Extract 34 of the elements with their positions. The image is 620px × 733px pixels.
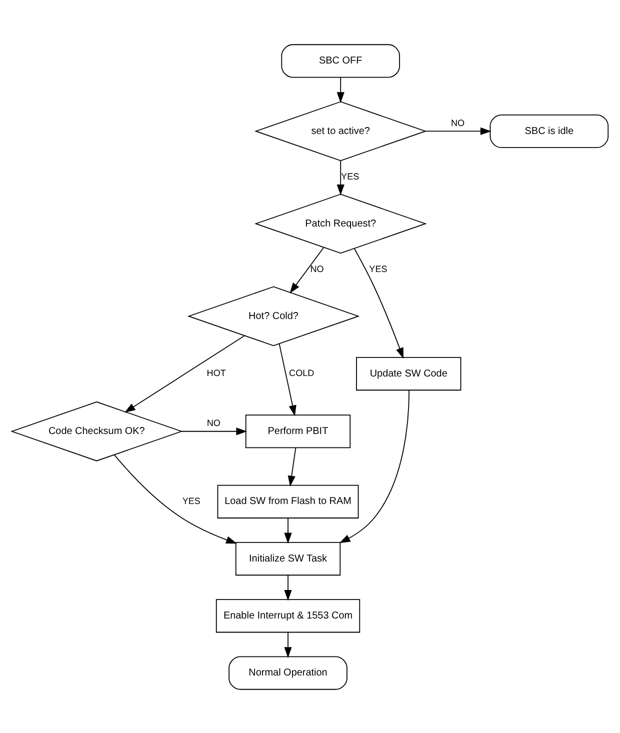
node-box: Normal Operation bbox=[228, 656, 348, 690]
arrow bbox=[284, 517, 292, 544]
arrow bbox=[284, 632, 292, 658]
edge-label: COLD bbox=[289, 368, 314, 378]
node-diamond: Code Checksum OK? bbox=[10, 400, 183, 461]
arrow bbox=[336, 160, 344, 195]
arrow bbox=[288, 446, 296, 486]
node-diamond: Patch Request? bbox=[254, 193, 427, 254]
arrow bbox=[336, 76, 344, 103]
node-diamond: Hot? Cold? bbox=[187, 286, 360, 346]
edge-label: NO bbox=[310, 264, 324, 274]
node-diamond: set to active? bbox=[254, 100, 427, 161]
edge-label: HOT bbox=[206, 368, 226, 378]
arrow bbox=[290, 246, 324, 294]
arrow bbox=[278, 342, 296, 416]
arrow bbox=[284, 574, 292, 600]
node-box: SBC OFF bbox=[281, 44, 400, 78]
edge-label: NO bbox=[206, 417, 220, 428]
node-box: Load SW from Flash to RAM bbox=[217, 484, 359, 518]
edge-label: YES bbox=[341, 171, 360, 182]
node-box: Enable Interrupt & 1553 Com bbox=[216, 598, 360, 632]
arrow bbox=[114, 454, 237, 544]
edge-label: YES bbox=[369, 264, 388, 274]
node-box: Initialize SW Task bbox=[235, 542, 341, 576]
arrow bbox=[424, 126, 492, 135]
node-box: SBC is idle bbox=[490, 114, 609, 148]
arrow bbox=[339, 389, 410, 543]
edge-label: YES bbox=[182, 495, 200, 506]
arrow bbox=[124, 334, 245, 412]
edge-label: NO bbox=[451, 117, 465, 128]
arrow bbox=[181, 427, 248, 435]
node-box: Update SW Code bbox=[356, 356, 462, 390]
node-box: Perform PBIT bbox=[245, 414, 351, 448]
arrow bbox=[354, 248, 404, 358]
